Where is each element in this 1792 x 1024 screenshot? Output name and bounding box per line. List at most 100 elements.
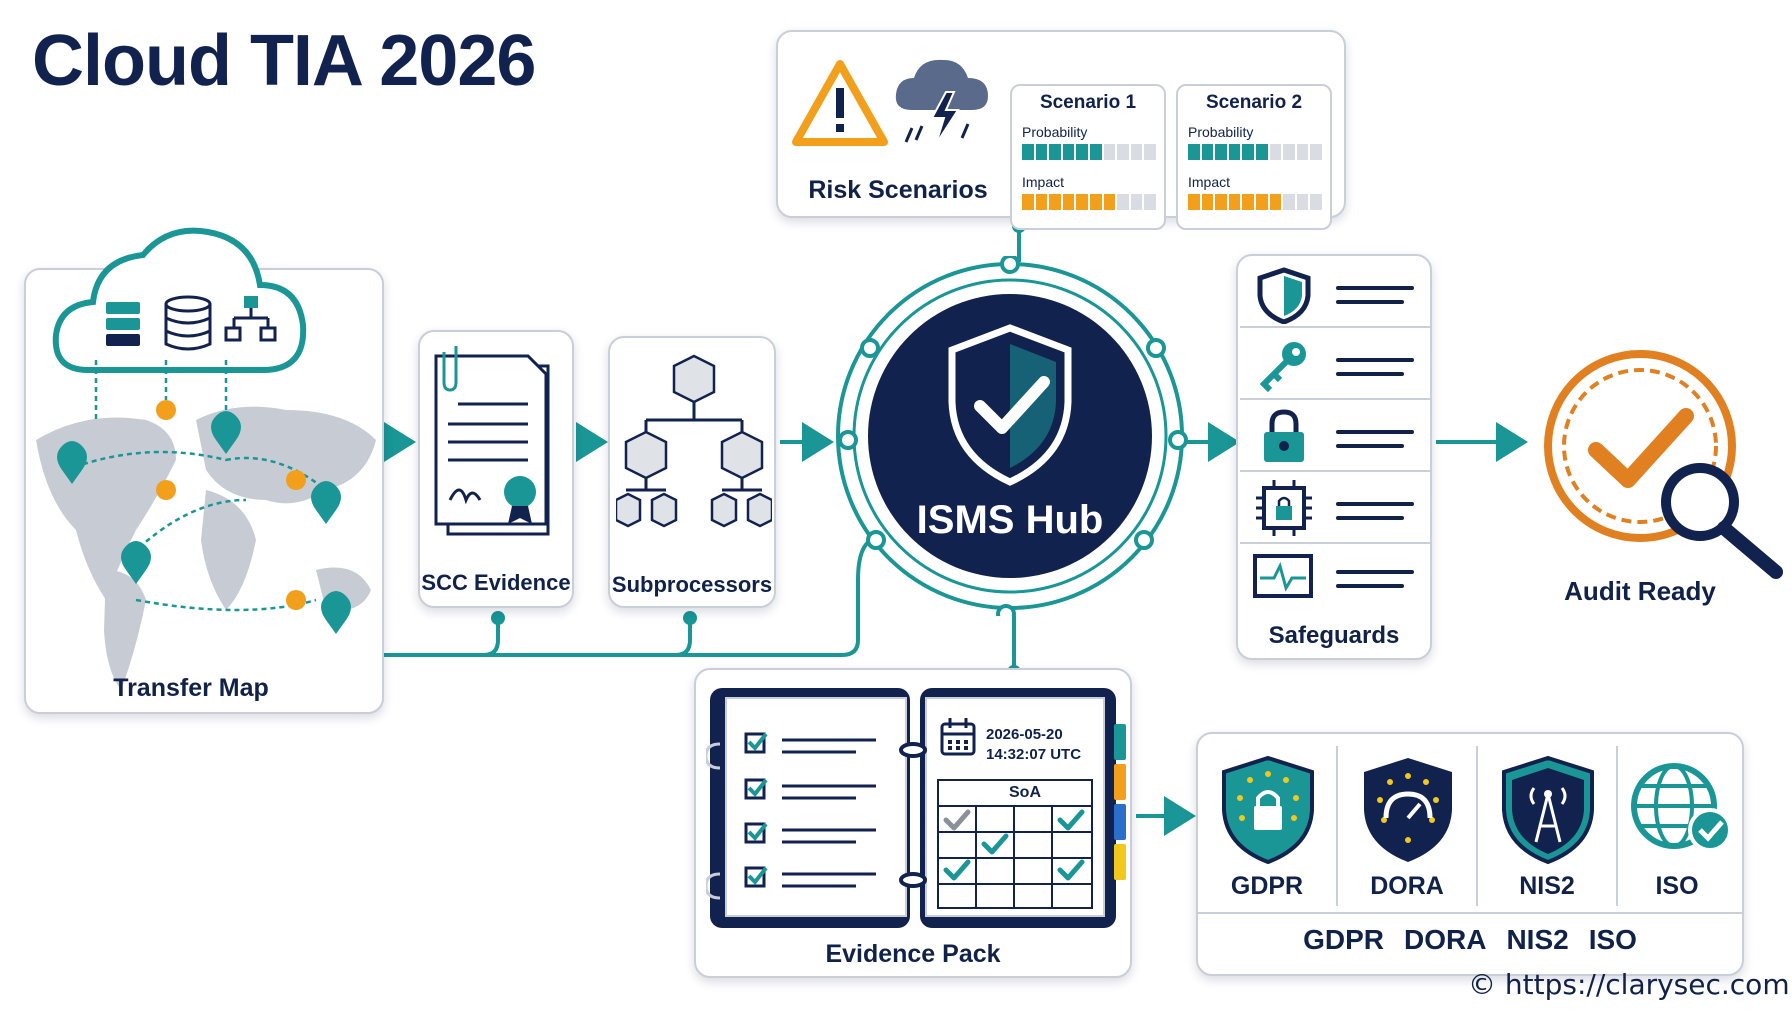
level-segment <box>1215 194 1227 210</box>
regulations-summary: GDPR DORA NIS2 ISO <box>1198 924 1742 956</box>
nis2-label: NIS2 <box>1519 872 1575 900</box>
level-segment <box>1228 144 1241 160</box>
storm-cloud-icon <box>895 59 988 145</box>
shield-check-icon <box>948 324 1072 486</box>
safeguards-label: Safeguards <box>1268 622 1400 649</box>
isms-hub-label: ISMS Hub <box>916 498 1104 542</box>
level-segment <box>1035 144 1048 160</box>
level-segment <box>1049 144 1061 160</box>
scenario-2-title: Scenario 2 <box>1205 92 1303 113</box>
nis2-column: NIS2 <box>1478 734 1616 909</box>
transfer-map-card[interactable]: Transfer Map <box>24 227 384 714</box>
level-segment <box>1215 144 1227 160</box>
level-segment <box>1076 194 1088 210</box>
level-segment <box>1283 144 1295 160</box>
database-icon <box>164 295 212 351</box>
iso-label: ISO <box>1655 872 1699 900</box>
checklist-icons <box>744 732 876 888</box>
level-segment <box>1296 144 1309 160</box>
regulations-card[interactable]: GDPR DORA NIS2 ISO GDPR DORA NIS2 ISO <box>1196 732 1744 976</box>
warning-triangle-icon <box>792 60 888 146</box>
soa-label: SoA <box>1009 784 1041 801</box>
risk-scenarios-card[interactable]: Risk Scenarios Scenario 1 Probability Im… <box>776 30 1346 230</box>
level-segment <box>1103 144 1116 160</box>
server-icon <box>106 302 140 346</box>
dora-shield-icon <box>1364 758 1452 862</box>
level-segment <box>1310 144 1322 160</box>
summary-iso: ISO <box>1588 924 1637 955</box>
level-segment <box>1022 194 1034 210</box>
evidence-date: 2026-05-20 <box>986 726 1063 743</box>
scenario-1-title: Scenario 1 <box>1039 92 1137 113</box>
gdpr-column: GDPR <box>1198 734 1336 909</box>
transfer-map-label: Transfer Map <box>113 674 269 702</box>
audit-ready-label: Audit Ready <box>1564 576 1716 606</box>
scenario-1-card[interactable]: Scenario 1 Probability Impact <box>1010 84 1166 230</box>
transfer-routes <box>57 360 351 634</box>
subprocessors-card[interactable]: Subprocessors <box>608 336 776 608</box>
level-segment <box>1201 144 1214 160</box>
dora-label: DORA <box>1370 872 1444 900</box>
level-segment <box>1188 194 1200 210</box>
scenario-2-impact-label: Impact <box>1188 174 1231 190</box>
page-title: Cloud TIA 2026 <box>32 21 536 101</box>
subprocessor-tree-icon <box>616 354 772 528</box>
safeguards-card[interactable]: Safeguards <box>1236 254 1432 660</box>
level-segment <box>1130 144 1143 160</box>
scc-evidence-label: SCC Evidence <box>421 570 571 595</box>
level-segment <box>1049 194 1061 210</box>
iso-globe-icon <box>1631 763 1732 852</box>
safeguard-row-chip <box>1240 472 1430 544</box>
level-segment <box>1269 144 1282 160</box>
summary-dora: DORA <box>1403 924 1487 955</box>
level-segment <box>1296 194 1309 210</box>
scenario-1-probability-bar <box>1022 144 1156 160</box>
evidence-pack-label: Evidence Pack <box>825 940 1001 968</box>
level-segment <box>1144 194 1156 210</box>
safeguard-row-shield <box>1240 256 1430 328</box>
evidence-binder-icon <box>706 688 1126 928</box>
scenario-2-probability-label: Probability <box>1188 124 1254 140</box>
location-pin-icons <box>57 411 351 634</box>
safeguard-row-lock <box>1240 400 1430 472</box>
cloud-icon <box>52 227 307 373</box>
calendar-icon <box>940 718 976 756</box>
scenario-1-impact-label: Impact <box>1022 174 1065 190</box>
magnifier-icon <box>1661 463 1783 579</box>
level-segment <box>1228 194 1241 210</box>
level-segment <box>1022 144 1034 160</box>
risk-scenarios-label: Risk Scenarios <box>808 176 988 204</box>
isms-hub[interactable] <box>830 256 1190 616</box>
gdpr-label: GDPR <box>1230 872 1304 900</box>
level-segment <box>1283 194 1295 210</box>
safeguard-row-key <box>1240 328 1430 400</box>
audit-ready-icon[interactable] <box>1540 346 1790 586</box>
warning-dot-icons <box>156 400 306 610</box>
level-segment <box>1117 194 1129 210</box>
level-segment <box>1188 144 1200 160</box>
soa-matrix <box>937 779 1093 909</box>
summary-gdpr: GDPR <box>1303 924 1384 955</box>
level-segment <box>1035 194 1048 210</box>
scenario-2-card[interactable]: Scenario 2 Probability Impact <box>1176 84 1332 230</box>
scc-evidence-card[interactable]: SCC Evidence <box>418 330 574 608</box>
network-icon <box>224 296 277 342</box>
key-icon <box>1259 342 1306 392</box>
padlock-icon <box>1264 409 1304 462</box>
contract-document-icon <box>434 346 550 536</box>
evidence-time: 14:32:07 UTC <box>986 746 1082 763</box>
copyright-text[interactable]: © https://clarysec.com <box>1468 968 1790 1001</box>
level-segment <box>1255 194 1268 210</box>
level-segment <box>1201 194 1214 210</box>
level-segment <box>1269 194 1282 210</box>
level-segment <box>1089 144 1102 160</box>
evidence-pack-card[interactable]: 2026-05-20 14:32:07 UTC SoA Evidence Pac… <box>694 668 1132 978</box>
level-segment <box>1089 194 1102 210</box>
monitoring-icon <box>1253 554 1313 598</box>
secure-chip-icon <box>1256 480 1312 536</box>
shield-icon <box>1257 267 1311 324</box>
scenario-1-probability-label: Probability <box>1022 124 1088 140</box>
nis2-shield-icon <box>1502 755 1594 865</box>
summary-nis2: NIS2 <box>1506 924 1569 955</box>
level-segment <box>1103 194 1116 210</box>
